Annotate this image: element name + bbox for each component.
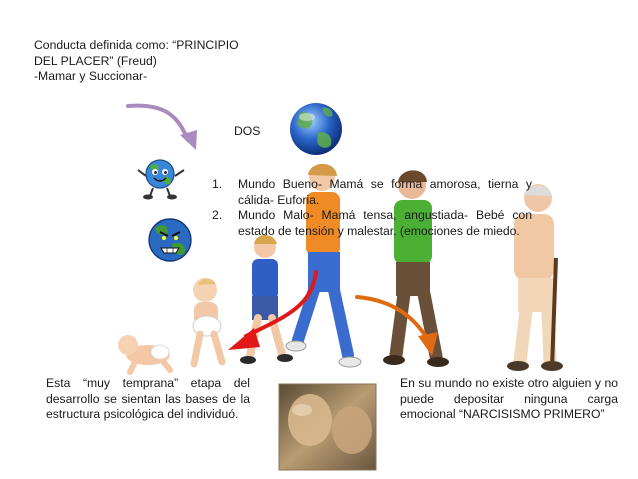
list-item: 1. Mundo Bueno- Mamá se forma amorosa, t…	[212, 177, 532, 208]
globe-icon	[290, 103, 342, 155]
elder-figure	[507, 184, 563, 371]
purple-curved-arrow	[126, 103, 197, 150]
intro-line: -Mamar y Succionar-	[34, 69, 148, 84]
intro-line: DEL PLACER” (Freud)	[34, 53, 157, 68]
orange-curved-arrow	[355, 295, 438, 356]
mother-baby-photo	[278, 383, 377, 471]
list-item-number: 2.	[212, 208, 223, 223]
adult-figure	[383, 170, 449, 367]
teen-figure	[285, 163, 362, 368]
intro-text: Conducta definida como: “PRINCIPIO DEL P…	[34, 38, 274, 85]
intro-line: Conducta definida como: “PRINCIPIO	[34, 38, 239, 52]
list-item: 2. Mundo Malo- Mamá tensa, angustiada- B…	[212, 208, 532, 239]
dos-label: DOS	[234, 124, 261, 138]
angry-earth-icon	[148, 218, 192, 262]
list-item-number: 1.	[212, 177, 223, 191]
list-item-text: Mundo Bueno- Mamá se forma amorosa, tier…	[238, 177, 532, 207]
list-item-text: Mundo Malo- Mamá tensa, angustiada- Bebé…	[238, 208, 532, 238]
worlds-list: 1. Mundo Bueno- Mamá se forma amorosa, t…	[212, 177, 532, 239]
right-caption: En su mundo no existe otro alguien y no …	[400, 376, 618, 422]
toddler-figure	[190, 278, 226, 368]
crawling-baby-figure	[118, 335, 173, 375]
red-curved-arrow	[228, 270, 318, 350]
happy-earth-icon	[137, 159, 185, 200]
child-figure	[240, 235, 293, 364]
left-caption: Esta “muy temprana” etapa del desarrollo…	[46, 376, 250, 422]
